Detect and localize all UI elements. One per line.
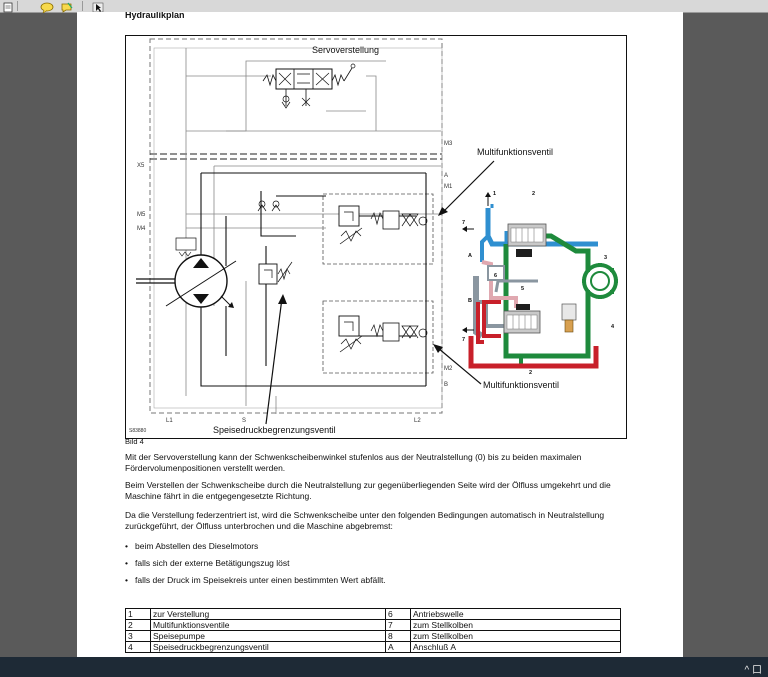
table-cell: Speisepumpe: [150, 630, 386, 642]
label-mfv-top: Multifunktionsventil: [477, 147, 553, 157]
table-cell: 1: [125, 608, 151, 620]
cutaway-num-a: A: [468, 253, 472, 259]
bullet-item: •beim Abstellen des Dieselmotors: [125, 541, 259, 551]
pump-symbol: [136, 237, 237, 308]
port-x5: X5: [137, 163, 145, 169]
hydraulic-diagram: M3 A M1 M2 B X5 M5 M4 L1 S L2 S83880 Ser…: [129, 38, 618, 435]
page-title: Hydraulikplan: [125, 12, 185, 20]
cutaway-num-7a: 7: [462, 220, 465, 226]
cutaway-num-5: 5: [521, 286, 524, 292]
cutaway-num-6: 6: [494, 273, 497, 279]
port-a: A: [444, 173, 448, 179]
label-mfv-bottom: Multifunktionsventil: [483, 380, 559, 390]
speech-bubble-icon[interactable]: [40, 0, 54, 14]
mfv-top-symbol: [338, 205, 428, 245]
note-icon[interactable]: [60, 0, 73, 13]
table-cell: Anschluß A: [410, 641, 621, 653]
figure-code: S83880: [129, 428, 146, 434]
table-cell: zur Verstellung: [150, 608, 386, 620]
table-cell: 6: [385, 608, 411, 620]
bullet-item: •falls sich der externe Betätigungszug l…: [125, 558, 290, 568]
paragraph-1: Mit der Servoverstellung kann der Schwen…: [125, 452, 582, 473]
table-cell: A: [385, 641, 411, 653]
table-cell: 2: [125, 619, 151, 631]
taskbar: ^ 口: [0, 657, 768, 677]
hydraulic-figure: M3 A M1 M2 B X5 M5 M4 L1 S L2 S83880 Ser…: [125, 35, 627, 439]
port-m5: M5: [137, 212, 146, 218]
table-cell: 8: [385, 630, 411, 642]
table-cell: zum Stellkolben: [410, 619, 621, 631]
table-cell: Antriebswelle: [410, 608, 621, 620]
cutaway-num-7b: 7: [462, 337, 465, 343]
cutaway-num-3: 3: [604, 255, 607, 261]
label-servo: Servoverstellung: [312, 45, 379, 55]
table-cell: Speisedruckbegrenzungsventil: [150, 641, 386, 653]
table-cell: 7: [385, 619, 411, 631]
toolbar-separator: [17, 1, 18, 11]
port-m4: M4: [137, 226, 146, 232]
port-l1: L1: [166, 418, 173, 424]
charge-relief-valve-symbol: [258, 261, 293, 285]
cursor-icon[interactable]: [92, 0, 104, 13]
page-icon[interactable]: [2, 0, 14, 13]
port-m3: M3: [444, 141, 453, 147]
system-tray[interactable]: ^ 口: [744, 665, 762, 676]
paragraph-2: Beim Verstellen der Schwenkscheibe durch…: [125, 480, 611, 501]
table-cell: 4: [125, 641, 151, 653]
port-s: S: [242, 418, 246, 424]
bullet-item: •falls der Druck im Speisekreis unter ei…: [125, 575, 386, 585]
port-b: B: [444, 382, 448, 388]
cutaway-num-1: 1: [493, 191, 496, 197]
port-m2: M2: [444, 366, 453, 372]
cutaway-num-b: B: [468, 298, 472, 304]
port-m1: M1: [444, 184, 453, 190]
toolbar-separator: [82, 1, 83, 11]
port-l2: L2: [414, 418, 421, 424]
figure-caption: Bild 4: [125, 437, 144, 446]
servo-valve-symbol: [262, 63, 356, 109]
table-cell: 3: [125, 630, 151, 642]
paragraph-3: Da die Verstellung federzentriert ist, w…: [125, 510, 605, 531]
document-page: Hydraulikplan: [77, 12, 683, 657]
table-cell: Multifunktionsventile: [150, 619, 386, 631]
label-speise: Speisedruckbegrenzungsventil: [213, 425, 336, 435]
pump-cutaway-illustration: [462, 192, 618, 369]
mfv-bottom-symbol: [338, 315, 428, 353]
table-cell: zum Stellkolben: [410, 630, 621, 642]
cutaway-num-2a: 2: [532, 191, 535, 197]
cutaway-num-2b: 2: [529, 370, 532, 376]
cutaway-num-4: 4: [611, 324, 615, 330]
